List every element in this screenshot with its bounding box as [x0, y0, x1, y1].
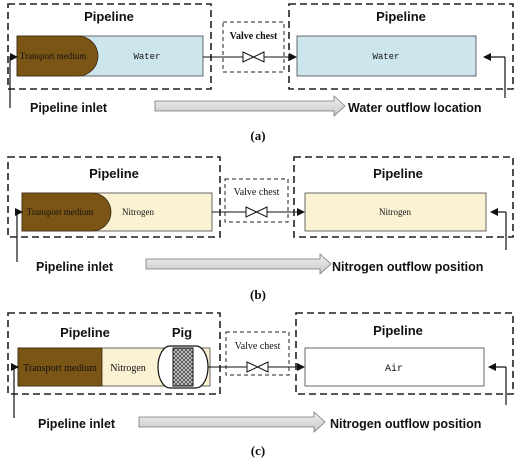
left-pipeline-box — [7, 156, 221, 238]
right-pipeline-box — [288, 3, 514, 90]
inlet-label: Pipeline inlet — [30, 101, 108, 115]
valve-chest-box — [222, 21, 285, 73]
left-fluid-label: Water — [133, 52, 160, 62]
right-pipeline-title: Pipeline — [373, 323, 423, 338]
valve-icon — [242, 51, 265, 63]
inlet-flow-line — [9, 53, 18, 108]
right-pipeline-title: Pipeline — [376, 9, 426, 24]
pipe-right — [296, 35, 477, 77]
panel-caption: (b) — [250, 287, 266, 302]
inlet-label: Pipeline inlet — [36, 260, 114, 274]
valve-chest-box — [225, 331, 290, 376]
left-pipeline-box — [7, 312, 221, 395]
outflow-label: Nitrogen outflow position — [332, 260, 483, 274]
valve-chest-label: Valve chest — [234, 187, 280, 198]
panel-b: Pipeline Transport medium Nitrogen Valve… — [7, 156, 514, 302]
inlet-flow-line — [15, 208, 23, 262]
valve-chest-box — [224, 178, 289, 223]
pig-label: Pig — [172, 325, 192, 340]
left-pipeline-title: Pipeline — [89, 166, 139, 181]
valve-chest-label: Valve chest — [235, 341, 281, 352]
left-fluid-label: Nitrogen — [122, 207, 154, 217]
inlet-label: Pipeline inlet — [38, 417, 116, 431]
left-fluid-label: Nitrogen — [110, 363, 146, 374]
pipe-right — [304, 192, 487, 232]
pig-icon — [157, 345, 209, 389]
panel-c: Pipeline Pig Transport medium Nitrogen V… — [7, 312, 514, 458]
flow-direction-arrow — [138, 411, 326, 433]
right-pipeline-title: Pipeline — [373, 166, 423, 181]
panel-a: Pipeline Transport medium Water Valve ch… — [7, 3, 514, 143]
valve-icon — [246, 361, 269, 373]
valve-chest-label: Valve chest — [230, 31, 278, 42]
flow-direction-arrow — [145, 253, 332, 275]
left-pipeline-title: Pipeline — [60, 325, 110, 340]
panel-caption: (a) — [250, 128, 265, 143]
right-pipeline-box — [295, 312, 514, 395]
transport-medium-slug — [16, 35, 99, 77]
transport-medium-label: Transport medium — [20, 51, 86, 61]
outflow-label: Water outflow location — [348, 101, 482, 115]
transport-medium-block — [17, 347, 103, 387]
inlet-flow-line — [11, 363, 19, 418]
pipe-right — [304, 347, 485, 387]
transport-medium-label: Transport medium — [27, 207, 93, 217]
left-pipeline-title: Pipeline — [84, 9, 134, 24]
flow-direction-arrow — [154, 95, 346, 117]
valve-icon — [245, 206, 268, 218]
right-fluid-label: Water — [372, 52, 399, 62]
outflow-label: Nitrogen outflow position — [330, 417, 481, 431]
right-fluid-label: Air — [385, 363, 403, 375]
left-pipeline-box — [7, 3, 212, 90]
panel-caption: (c) — [251, 443, 265, 458]
right-pipeline-box — [293, 156, 514, 238]
transport-medium-label: Transport medium — [23, 363, 97, 374]
transport-medium-slug — [21, 192, 112, 232]
right-fluid-label: Nitrogen — [379, 207, 411, 217]
